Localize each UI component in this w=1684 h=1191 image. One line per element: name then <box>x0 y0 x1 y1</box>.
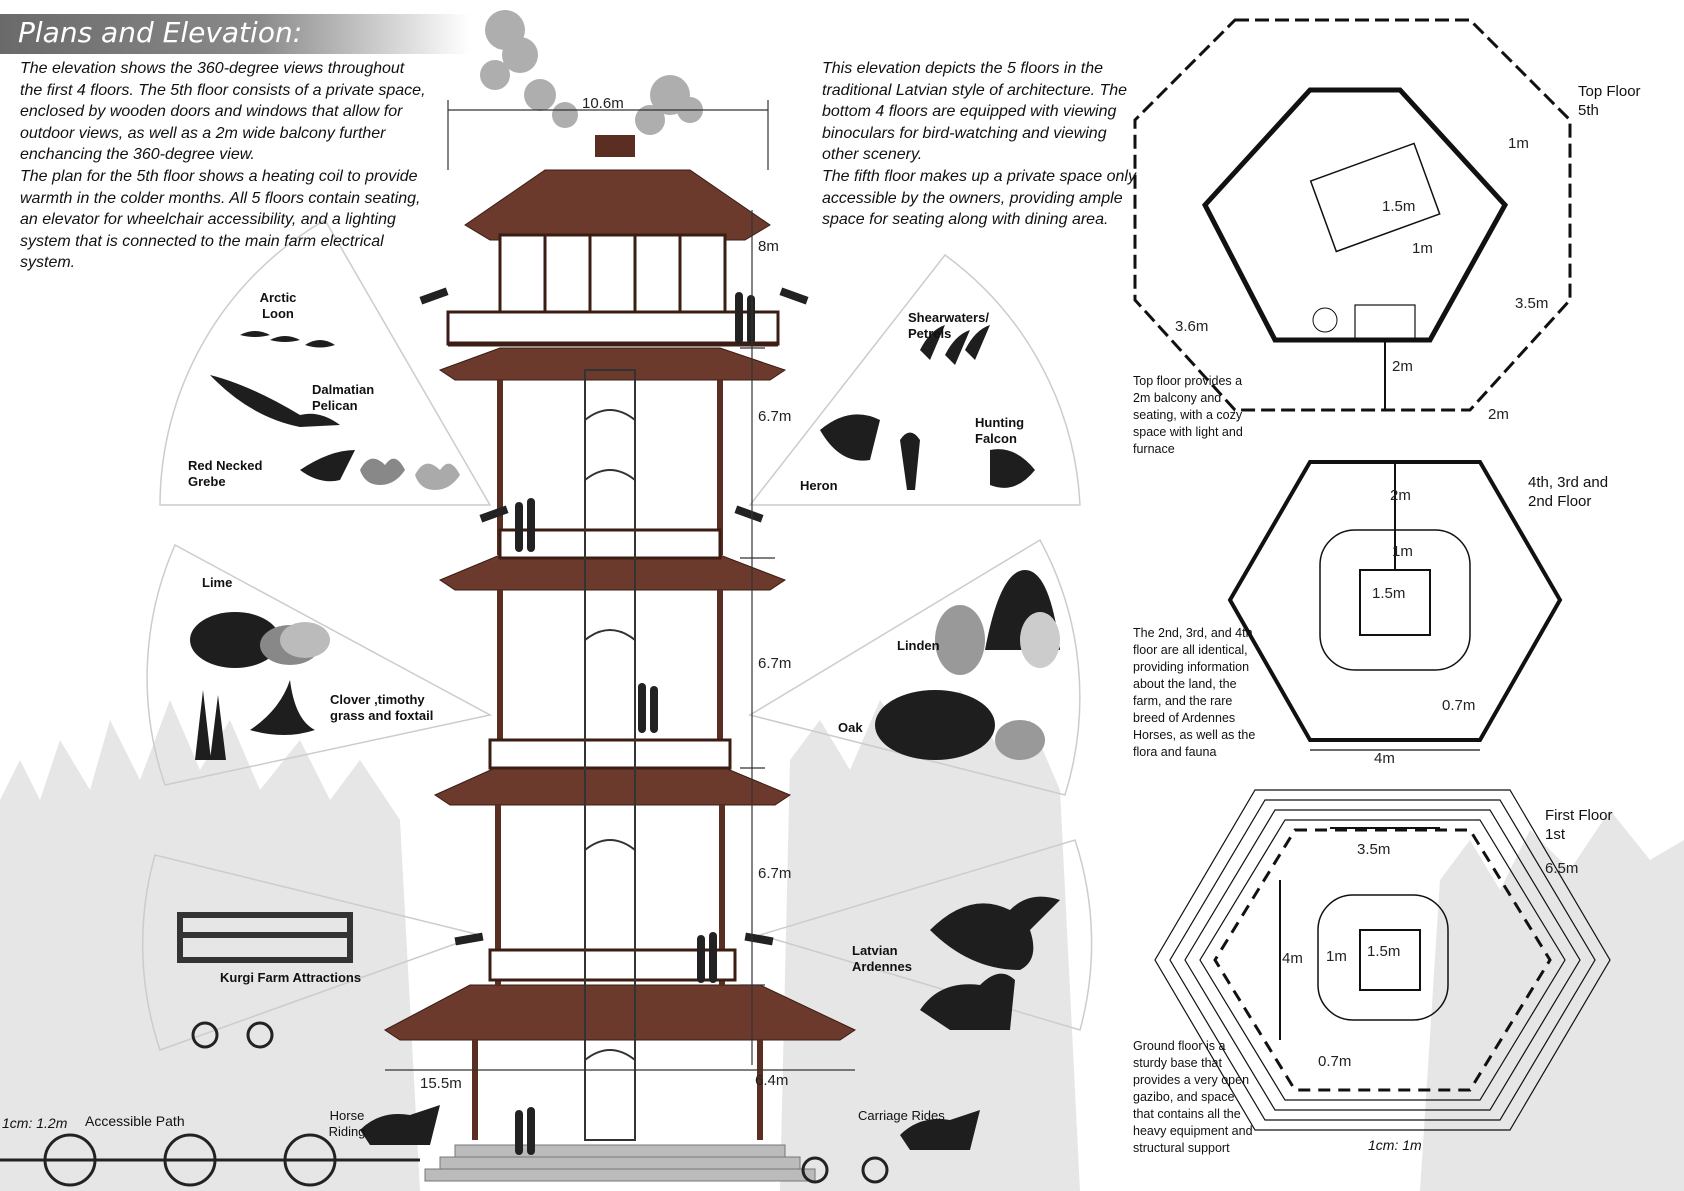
first-dim-3: 4m <box>1282 950 1303 967</box>
label-dalmatian-pelican: Dalmatian Pelican <box>312 382 375 413</box>
dim-width-top: 10.6m <box>582 95 624 112</box>
label-clover: Clover ,timothy grass and foxtail <box>330 692 434 723</box>
top-dim-6: 2m <box>1392 358 1413 375</box>
dim-base-right: 6.4m <box>755 1072 789 1089</box>
wedge-silhouettes <box>177 325 1060 1184</box>
dim-floor4: 6.7m <box>758 408 792 425</box>
label-shearwaters: Shearwaters/ Petrels <box>908 310 989 341</box>
center-description-p1: This elevation depicts the 5 floors in t… <box>822 60 1128 164</box>
center-description: This elevation depicts the 5 floors in t… <box>822 58 1142 231</box>
top-dim-5: 3.6m <box>1175 318 1209 335</box>
view-wedges <box>141 218 1093 1051</box>
floor-plans <box>1133 18 1611 1131</box>
mid-dim-5: 4m <box>1374 750 1395 767</box>
dim-base-left: 15.5m <box>420 1075 462 1092</box>
dim-floor3: 6.7m <box>758 655 792 672</box>
label-heron: Heron <box>800 478 838 493</box>
label-oak: Oak <box>838 720 863 735</box>
accessible-path-label: Accessible Path <box>85 1113 185 1129</box>
label-kurgi-farm: Kurgi Farm Attractions <box>220 970 362 985</box>
mid-dim-2: 1m <box>1392 543 1413 560</box>
left-description-p2: The plan for the 5th floor shows a heati… <box>20 167 421 272</box>
elevation-scale: 1cm: 1.2m <box>2 1115 68 1131</box>
note-top-floor: Top floor provides a 2m balcony and seat… <box>1133 374 1243 456</box>
horse-riding-label: Horse Riding <box>328 1108 366 1139</box>
tower-elevation <box>0 10 857 1187</box>
top-dim-2: 1.5m <box>1382 198 1416 215</box>
top-dim-7: 2m <box>1488 406 1509 423</box>
label-top-floor: Top Floor 5th <box>1578 83 1641 119</box>
label-middle-floors: 4th, 3rd and 2nd Floor <box>1528 474 1609 510</box>
first-dim-2: 6.5m <box>1545 860 1579 877</box>
center-description-p2: The fifth floor makes up a private space… <box>822 167 1136 229</box>
mid-dim-1: 2m <box>1390 487 1411 504</box>
label-linden: Linden <box>897 638 940 653</box>
label-arctic-loon: Arctic Loon <box>259 290 297 321</box>
label-latvian-ardennes: Latvian Ardennes <box>852 943 912 974</box>
note-middle-floors: The 2nd, 3rd, and 4th floor are all iden… <box>1133 626 1256 759</box>
dim-floor5: 8m <box>758 238 779 255</box>
page-title: Plans and Elevation: <box>18 16 303 49</box>
dim-floor2: 6.7m <box>758 865 792 882</box>
left-description: The elevation shows the 360-degree views… <box>20 58 430 274</box>
title-bar <box>0 14 470 54</box>
left-description-p1: The elevation shows the 360-degree views… <box>20 60 426 164</box>
first-dim-1: 3.5m <box>1357 841 1391 858</box>
label-hunting-falcon: Hunting Falcon <box>975 415 1025 446</box>
label-lime: Lime <box>202 575 233 590</box>
mid-dim-3: 1.5m <box>1372 585 1406 602</box>
first-dim-6: 0.7m <box>1318 1053 1352 1070</box>
first-dim-5: 1.5m <box>1367 943 1401 960</box>
top-dim-4: 3.5m <box>1515 295 1549 312</box>
carriage-rides-label: Carriage Rides <box>858 1108 945 1123</box>
label-first-floor: First Floor 1st <box>1545 807 1613 843</box>
plan-scale: 1cm: 1m <box>1368 1137 1422 1153</box>
label-red-necked-grebe: Red Necked Grebe <box>188 458 263 489</box>
note-first-floor: Ground floor is a sturdy base that provi… <box>1133 1039 1253 1155</box>
mid-dim-4: 0.7m <box>1442 697 1476 714</box>
first-dim-4: 1m <box>1326 948 1347 965</box>
top-dim-1: 1m <box>1508 135 1529 152</box>
top-dim-3: 1m <box>1412 240 1433 257</box>
background-forest <box>0 690 1684 1191</box>
